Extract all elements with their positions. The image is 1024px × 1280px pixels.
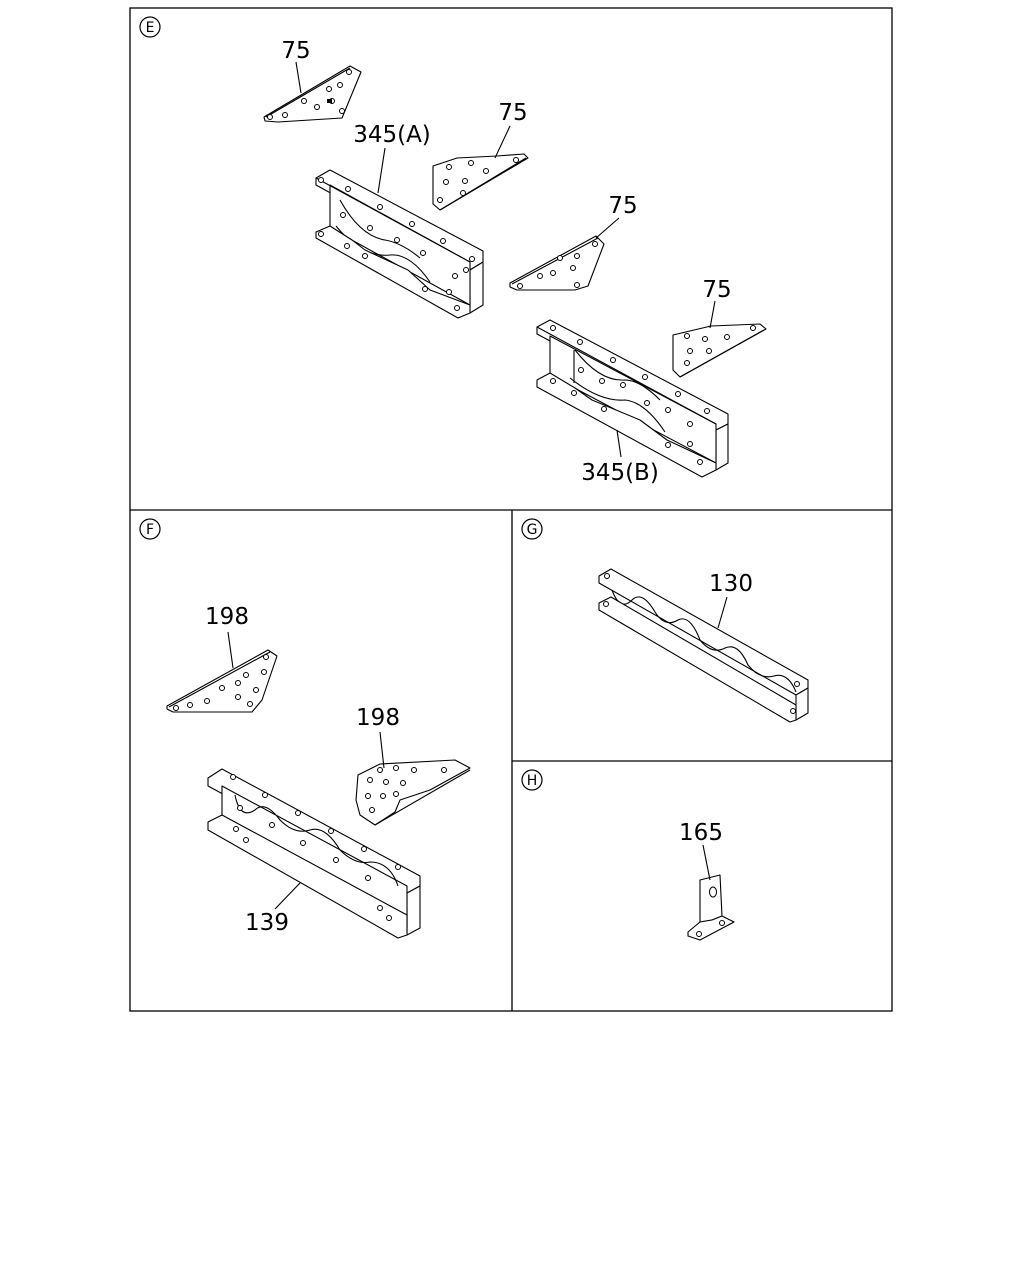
bracket-198-b bbox=[355, 759, 471, 826]
part-label-165: 165 bbox=[679, 820, 723, 846]
part-label-198-b: 198 bbox=[356, 705, 400, 731]
section-h-badge: H bbox=[527, 773, 538, 789]
leader-line bbox=[616, 429, 622, 458]
section-g: G 130 bbox=[521, 518, 809, 723]
cross-member-345-a bbox=[315, 169, 484, 319]
gusset-plate-75-c bbox=[509, 235, 605, 291]
section-e: E 75 bbox=[139, 16, 767, 486]
part-label-345-a: 345(A) bbox=[353, 122, 431, 148]
section-h-badge-icon bbox=[521, 769, 543, 791]
part-label-75-b: 75 bbox=[498, 100, 527, 126]
part-label-198-a: 198 bbox=[205, 604, 249, 630]
part-label-75-d: 75 bbox=[702, 277, 731, 303]
leader-line bbox=[377, 147, 386, 194]
part-label-130: 130 bbox=[709, 571, 753, 597]
part-label-345-b: 345(B) bbox=[581, 460, 659, 486]
section-f-badge: F bbox=[146, 522, 154, 538]
cross-member-345-b bbox=[536, 319, 729, 478]
channel-139 bbox=[207, 768, 421, 939]
leader-line bbox=[295, 61, 302, 94]
gusset-plate-75-d bbox=[672, 323, 767, 378]
leader-line bbox=[595, 217, 620, 239]
part-label-75-c: 75 bbox=[608, 193, 637, 219]
channel-130 bbox=[598, 568, 809, 723]
section-g-badge: G bbox=[527, 522, 538, 538]
section-h: H 165 bbox=[521, 769, 735, 941]
panel-frames bbox=[129, 7, 893, 1012]
part-label-75-a: 75 bbox=[281, 38, 310, 64]
section-g-badge-icon bbox=[521, 518, 543, 540]
bracket-198-a bbox=[166, 649, 278, 713]
section-f: F 198 bbox=[139, 518, 471, 939]
leader-line bbox=[717, 596, 728, 629]
section-e-badge-icon bbox=[139, 16, 161, 38]
leader-line bbox=[709, 300, 716, 329]
leader-line bbox=[494, 125, 511, 159]
leader-line bbox=[702, 844, 711, 881]
bracket-165 bbox=[687, 874, 735, 941]
leader-line bbox=[274, 882, 301, 910]
leader-line bbox=[227, 631, 234, 669]
gusset-plate-75-a bbox=[263, 65, 362, 123]
section-e-badge: E bbox=[146, 20, 155, 36]
leader-line bbox=[379, 731, 385, 769]
part-label-139: 139 bbox=[245, 910, 289, 936]
gusset-plate-75-b bbox=[432, 153, 529, 211]
section-f-badge-icon bbox=[139, 518, 161, 540]
